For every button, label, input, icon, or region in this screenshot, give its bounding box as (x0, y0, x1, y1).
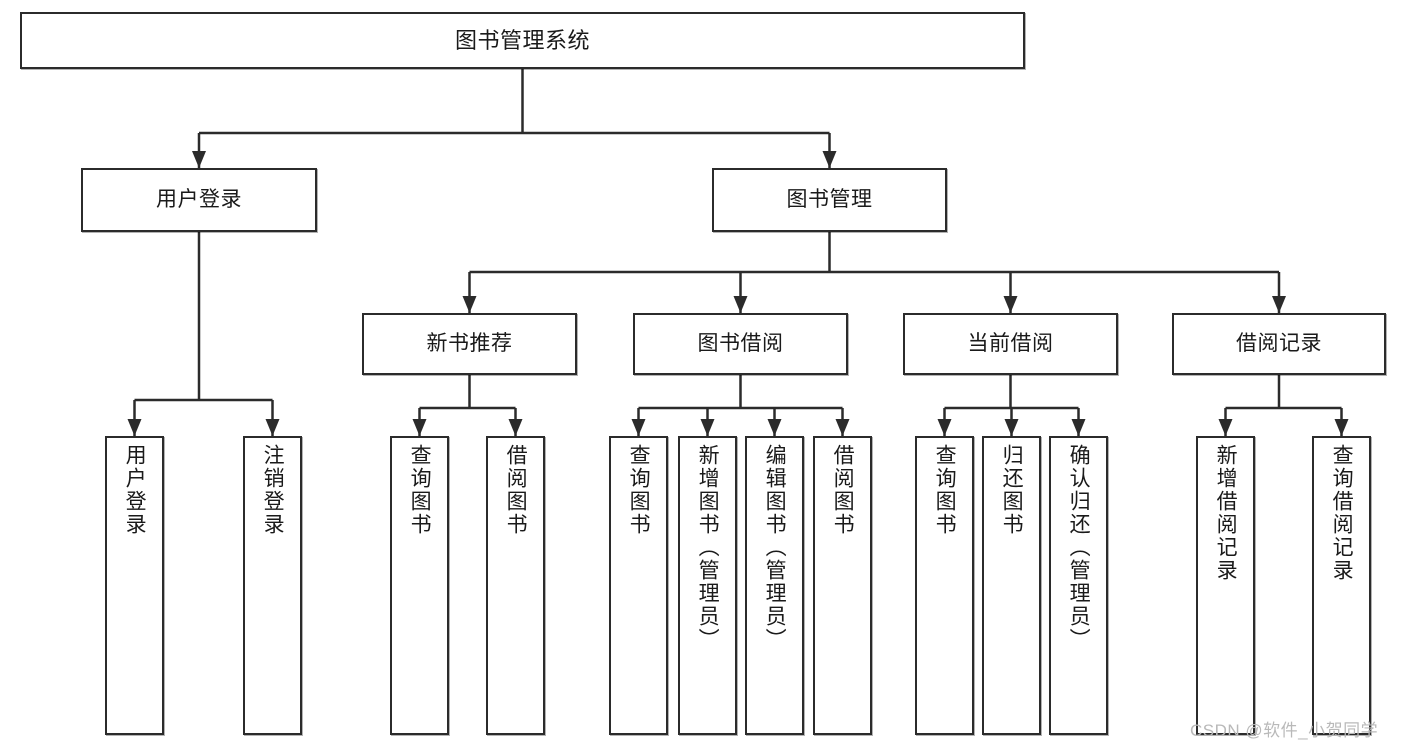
arrowhead-icon (508, 419, 523, 436)
node-box[interactable]: 查询图书 (390, 436, 449, 735)
arrowhead-icon (835, 419, 850, 436)
node-label: 查询图书 (933, 444, 957, 536)
node-box[interactable]: 查询图书 (609, 436, 668, 735)
node-box[interactable]: 用户登录 (105, 436, 164, 735)
connector-lines (127, 69, 1349, 436)
node-box[interactable]: 新书推荐 (362, 313, 577, 375)
arrowhead-icon (1003, 296, 1018, 313)
arrowhead-icon (631, 419, 646, 436)
node-label: 查询图书 (408, 444, 432, 536)
node-label: 用户登录 (123, 444, 147, 536)
arrowhead-icon (1218, 419, 1233, 436)
arrowhead-icon (937, 419, 952, 436)
arrowhead-icon (1071, 419, 1086, 436)
node-label: 图书管理系统 (454, 27, 590, 53)
node-label: 查询图书 (627, 444, 651, 536)
node-box[interactable]: 编辑图书（管理员） (745, 436, 804, 735)
node-box[interactable]: 新增图书（管理员） (678, 436, 737, 735)
node-label: 查询借阅记录 (1330, 444, 1354, 582)
arrowhead-icon (767, 419, 782, 436)
arrowhead-icon (462, 296, 477, 313)
node-label: 新书推荐 (426, 331, 513, 355)
node-box[interactable]: 借阅图书 (486, 436, 545, 735)
node-box[interactable]: 图书管理系统 (20, 12, 1025, 69)
node-box[interactable]: 图书借阅 (633, 313, 848, 375)
arrowhead-icon (733, 296, 748, 313)
node-box[interactable]: 当前借阅 (903, 313, 1118, 375)
arrowhead-icon (192, 151, 206, 168)
node-box[interactable]: 确认归还（管理员） (1049, 436, 1108, 735)
node-box[interactable]: 图书管理 (712, 168, 947, 232)
arrowhead-icon (265, 419, 280, 436)
node-label: 借阅图书 (831, 444, 855, 536)
node-label: 借阅记录 (1236, 331, 1322, 355)
node-label: 新增图书（管理员） (696, 444, 720, 651)
node-label: 注销登录 (261, 444, 285, 536)
arrowhead-icon (700, 419, 715, 436)
node-box[interactable]: 借阅图书 (813, 436, 872, 735)
node-box[interactable]: 归还图书 (982, 436, 1041, 735)
node-box[interactable]: 注销登录 (243, 436, 302, 735)
arrowhead-icon (1272, 296, 1286, 313)
node-label: 借阅图书 (504, 444, 528, 536)
node-label: 用户登录 (156, 187, 242, 211)
node-box[interactable]: 用户登录 (81, 168, 317, 232)
node-box[interactable]: 新增借阅记录 (1196, 436, 1255, 735)
arrowhead-icon (412, 419, 427, 436)
arrowhead-icon (822, 151, 837, 168)
arrowhead-icon (127, 419, 142, 436)
node-label: 确认归还（管理员） (1067, 444, 1091, 651)
node-label: 图书借阅 (697, 331, 784, 355)
arrowhead-icon (1004, 419, 1019, 436)
node-box[interactable]: 查询图书 (915, 436, 974, 735)
node-box[interactable]: 借阅记录 (1172, 313, 1386, 375)
node-label: 当前借阅 (967, 331, 1054, 355)
arrowhead-icon (1334, 419, 1349, 436)
node-label: 新增借阅记录 (1214, 444, 1238, 582)
node-label: 图书管理 (786, 187, 873, 211)
node-box[interactable]: 查询借阅记录 (1312, 436, 1371, 735)
node-label: 编辑图书（管理员） (763, 444, 787, 651)
node-label: 归还图书 (1000, 444, 1024, 536)
